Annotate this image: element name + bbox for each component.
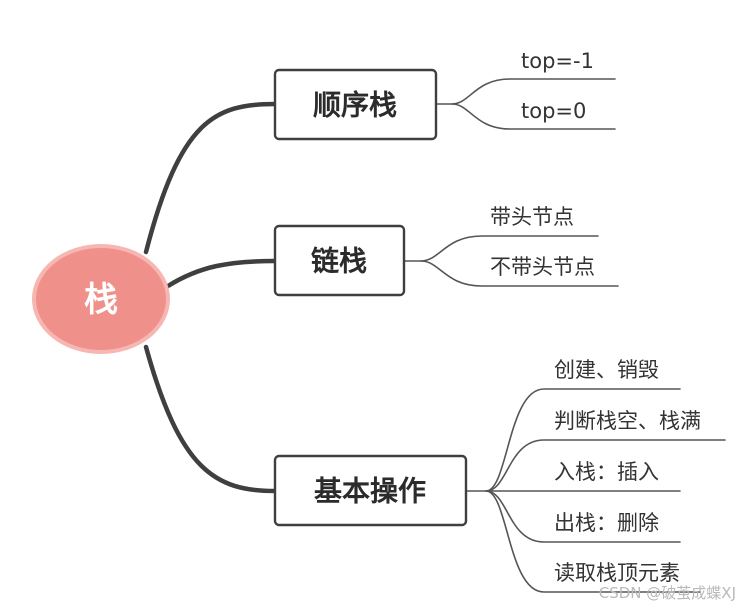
leaf-label: top=0 (521, 99, 586, 123)
topic-label: 基本操作 (314, 475, 426, 508)
main-connectors (143, 101, 278, 494)
root-node: 栈 (32, 244, 170, 354)
leaf-label: 带头节点 (490, 205, 574, 229)
watermark-text: CSDN @破茧成蝶XJ (599, 584, 736, 602)
topic-box (273, 224, 406, 297)
topic-box (273, 68, 438, 141)
topic-node-linked-stack: 链栈 (273, 224, 406, 297)
connector-seq-stack (143, 101, 278, 255)
connector-linked-stack (165, 258, 278, 289)
topic-box (273, 454, 468, 527)
leaf-label: 创建、销毁 (554, 358, 659, 382)
topic-node-seq-stack: 顺序栈 (273, 68, 438, 141)
root-ellipse (32, 244, 170, 354)
leaf-label: 不带头节点 (490, 255, 595, 279)
topic-label: 顺序栈 (313, 89, 397, 122)
leaf-connectors-basic-ops (465, 388, 726, 593)
topic-label: 链栈 (311, 245, 367, 278)
topic-node-basic-ops: 基本操作 (273, 454, 468, 527)
root-label: 栈 (84, 280, 118, 320)
connector-basic-ops (143, 344, 278, 494)
leaf-label: top=-1 (521, 49, 594, 73)
leaf-label: 判断栈空、栈满 (554, 409, 701, 433)
leaf-label: 入栈：插入 (554, 460, 659, 484)
leaf-labels-linked-stack: 带头节点 不带头节点 (490, 205, 595, 279)
leaf-labels-basic-ops: 创建、销毁 判断栈空、栈满 入栈：插入 出栈：删除 读取栈顶元素 (554, 358, 701, 585)
leaf-label: 读取栈顶元素 (554, 561, 680, 585)
leaf-connectors-linked-stack (403, 235, 619, 287)
leaf-label: 出栈：删除 (554, 511, 659, 535)
leaf-labels-seq-stack: top=-1 top=0 (521, 49, 594, 123)
leaf-connectors-seq-stack (435, 78, 616, 130)
